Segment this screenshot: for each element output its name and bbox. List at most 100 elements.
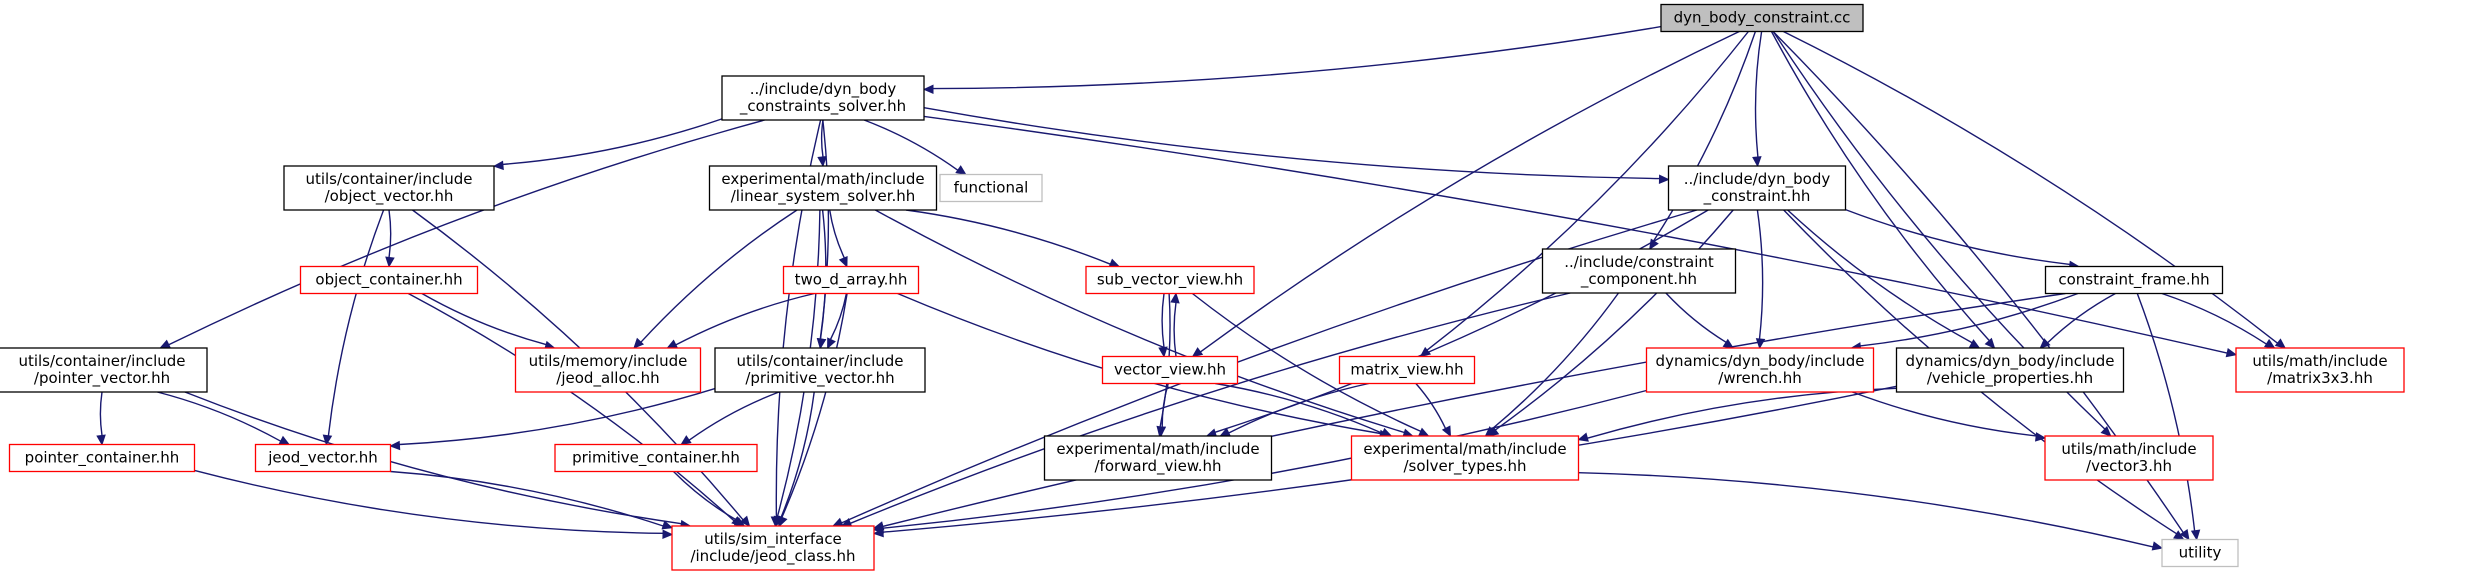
edge-root-to-cc	[1649, 31, 1757, 251]
node-label: _constraints_solver.hh	[739, 97, 906, 116]
arrowhead	[2179, 528, 2190, 541]
edge-line	[399, 387, 716, 446]
node-box	[1667, 165, 1847, 211]
node-wr[interactable]: dynamics/dyn_body/include/wrench.hh	[1645, 347, 1875, 393]
node-tda[interactable]: two_d_array.hh	[782, 265, 920, 295]
node-pc[interactable]: pointer_container.hh	[8, 443, 196, 473]
node-box	[1645, 347, 1875, 393]
edge-line	[327, 209, 385, 436]
node-label: utils/math/include	[2061, 440, 2196, 458]
edge-line	[2161, 292, 2267, 345]
arrowhead	[2039, 338, 2051, 349]
arrowhead	[922, 84, 934, 95]
node-uprim[interactable]: utils/container/include/primitive_vector…	[714, 347, 926, 393]
node-box	[2044, 435, 2214, 481]
node-label: sub_vector_view.hh	[1097, 271, 1243, 290]
arrowhead	[1484, 426, 1496, 437]
node-fv[interactable]: experimental/math/include/forward_view.h…	[1043, 435, 1273, 481]
dependency-edges	[96, 25, 2287, 551]
node-vv[interactable]: vector_view.hh	[1101, 355, 1239, 385]
node-m3[interactable]: utils/math/include/matrix3x3.hh	[2235, 347, 2405, 393]
node-box	[708, 165, 938, 211]
arrowhead	[680, 435, 692, 446]
node-oc[interactable]: object_container.hh	[299, 265, 479, 295]
arrowhead	[1658, 174, 1670, 185]
node-box	[782, 265, 920, 295]
edge-primc-to-jc	[673, 471, 746, 527]
edge-oc-to-jc	[407, 292, 743, 527]
edge-tda-to-jalloc	[666, 292, 815, 349]
arrowhead	[159, 339, 171, 349]
arrowhead	[817, 156, 827, 168]
node-box	[714, 347, 926, 393]
node-box	[1338, 355, 1476, 385]
arrowhead	[733, 516, 746, 527]
edge-jv-to-jc	[390, 470, 674, 530]
node-v3[interactable]: utils/math/include/vector3.hh	[2044, 435, 2214, 481]
edge-line	[1415, 383, 1447, 429]
node-cf[interactable]: constraint_frame.hh	[2044, 265, 2224, 295]
node-util: utility	[2161, 538, 2239, 568]
edge-svv-to-vv	[1158, 293, 1168, 358]
node-box	[2044, 265, 2224, 295]
edge-line	[1783, 30, 2278, 344]
arrowhead	[322, 434, 333, 446]
edge-dbcs-to-func	[863, 119, 967, 176]
node-jv[interactable]: jeod_vector.hh	[254, 443, 392, 473]
node-cc[interactable]: ../include/constraint_component.hh	[1541, 248, 1737, 294]
arrowhead	[492, 160, 504, 171]
edge-line	[2047, 292, 2116, 344]
edge-line	[923, 107, 1660, 180]
node-label: /vehicle_properties.hh	[1927, 369, 2093, 388]
node-label: matrix_view.hh	[1350, 361, 1463, 380]
node-label: /include/jeod_class.hh	[690, 547, 855, 566]
node-label: dynamics/dyn_body/include	[1656, 352, 1865, 371]
edge-cc-to-wr	[1665, 292, 1735, 349]
node-box	[671, 525, 875, 571]
node-jc[interactable]: utils/sim_interface/include/jeod_class.h…	[671, 525, 875, 571]
edge-lss-to-jalloc	[633, 209, 798, 349]
node-label: /solver_types.hh	[1403, 457, 1526, 476]
edge-line	[863, 119, 959, 171]
node-dbc[interactable]: ../include/dyn_body_constraint.hh	[1667, 165, 1847, 211]
node-primc[interactable]: primitive_container.hh	[554, 443, 758, 473]
arrowhead	[2274, 338, 2287, 349]
node-label: utils/container/include	[18, 352, 185, 370]
edge-lss-to-svv	[905, 209, 1121, 268]
arrowhead	[666, 339, 678, 349]
node-box	[939, 173, 1043, 203]
node-mv[interactable]: matrix_view.hh	[1338, 355, 1476, 385]
edge-root-to-dbcs	[922, 25, 1662, 95]
arrowhead	[1170, 292, 1180, 304]
arrowhead	[1441, 425, 1452, 438]
node-svv[interactable]: sub_vector_view.hh	[1085, 265, 1255, 295]
node-label: constraint_frame.hh	[2058, 271, 2209, 290]
edge-line	[829, 209, 845, 259]
node-label: /wrench.hh	[1718, 369, 1801, 387]
node-label: /object_vector.hh	[325, 187, 454, 206]
edge-line	[882, 292, 2066, 528]
edge-lss-to-tda	[829, 209, 848, 268]
edge-line	[675, 292, 815, 346]
arrowhead	[662, 529, 674, 540]
node-box	[8, 443, 196, 473]
edge-line	[99, 391, 103, 436]
node-dbcs[interactable]: ../include/dyn_body_constraints_solver.h…	[721, 75, 925, 121]
arrowhead	[1108, 258, 1121, 268]
node-root[interactable]: dyn_body_constraint.cc	[1660, 3, 1864, 33]
node-label: experimental/math/include	[721, 170, 924, 188]
edge-root-to-vv	[1191, 30, 1740, 358]
node-ucov[interactable]: utils/container/include/object_vector.hh	[283, 165, 495, 211]
arrowhead	[1158, 346, 1168, 358]
node-lss[interactable]: experimental/math/include/linear_system_…	[708, 165, 938, 211]
node-jalloc[interactable]: utils/memory/include/jeod_alloc.hh	[514, 347, 702, 393]
dependency-nodes: dyn_body_constraint.cc ../include/dyn_bod…	[0, 3, 2405, 571]
edge-line	[194, 469, 664, 534]
node-upv[interactable]: utils/container/include/pointer_vector.h…	[0, 347, 208, 393]
node-box	[299, 265, 479, 295]
edge-line	[421, 292, 547, 346]
edge-line	[1426, 31, 1749, 351]
node-st[interactable]: experimental/math/include/solver_types.h…	[1350, 435, 1580, 481]
node-vp[interactable]: dynamics/dyn_body/include/vehicle_proper…	[1895, 347, 2125, 393]
arrowhead	[2173, 530, 2185, 541]
